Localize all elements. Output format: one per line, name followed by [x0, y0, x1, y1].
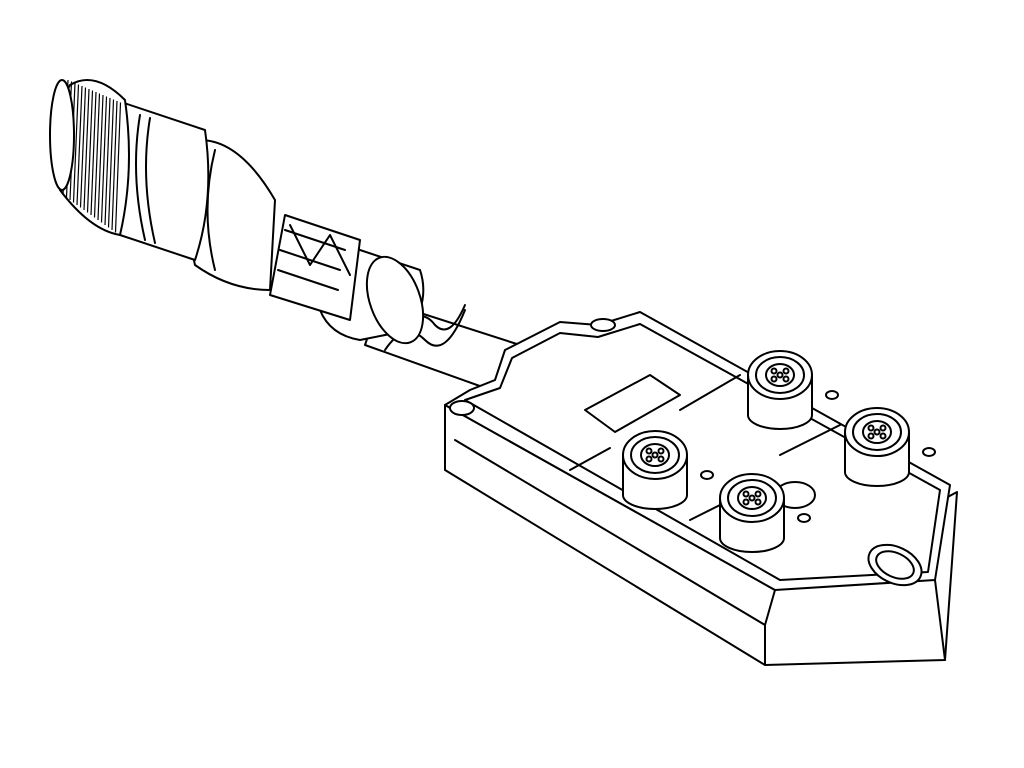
pin-hole: [657, 455, 665, 463]
knurl-lines: [62, 79, 122, 233]
m12-port-3: [844, 407, 936, 487]
pin-hole: [879, 432, 887, 440]
pin-hole: [867, 432, 875, 440]
knurl-line: [100, 96, 108, 223]
m12-port-2: [747, 350, 839, 430]
pin-hole: [657, 447, 665, 455]
pin-hole: [782, 375, 790, 383]
knurl-line: [114, 102, 122, 233]
pin-hole: [645, 455, 653, 463]
knurl-line: [104, 97, 111, 226]
pin-hole: [645, 447, 653, 455]
knurl-line: [90, 91, 97, 216]
pin-hole: [782, 367, 790, 375]
knurl-line: [79, 87, 87, 208]
pin-hole: [770, 375, 778, 383]
led-indicator: [700, 470, 714, 480]
knurl-line: [83, 88, 90, 211]
led-indicator: [797, 513, 811, 523]
knurl-line: [111, 100, 118, 231]
pin-hole: [742, 498, 750, 506]
pin-hole: [748, 494, 756, 502]
led-indicator: [922, 447, 936, 457]
knurl-line: [97, 94, 104, 221]
ports: [622, 350, 936, 553]
knurl-line: [86, 90, 94, 213]
pin-hole: [770, 367, 778, 375]
pin-hole: [867, 424, 875, 432]
led-indicator: [825, 390, 839, 400]
knurl-line: [72, 84, 80, 203]
pin-hole: [754, 490, 762, 498]
knurl-line: [93, 93, 101, 218]
pin-hole: [879, 424, 887, 432]
pin-hole: [873, 428, 881, 436]
m12-connector: [49, 79, 425, 345]
pin-hole: [754, 498, 762, 506]
pin-hole: [742, 490, 750, 498]
knurl-line: [76, 85, 83, 206]
pin-hole: [651, 451, 659, 459]
knurl-line: [107, 99, 115, 228]
m12-port-4: [719, 473, 811, 553]
m12-port-1: [622, 430, 714, 510]
junction-box: [444, 311, 958, 666]
pin-hole: [776, 371, 784, 379]
